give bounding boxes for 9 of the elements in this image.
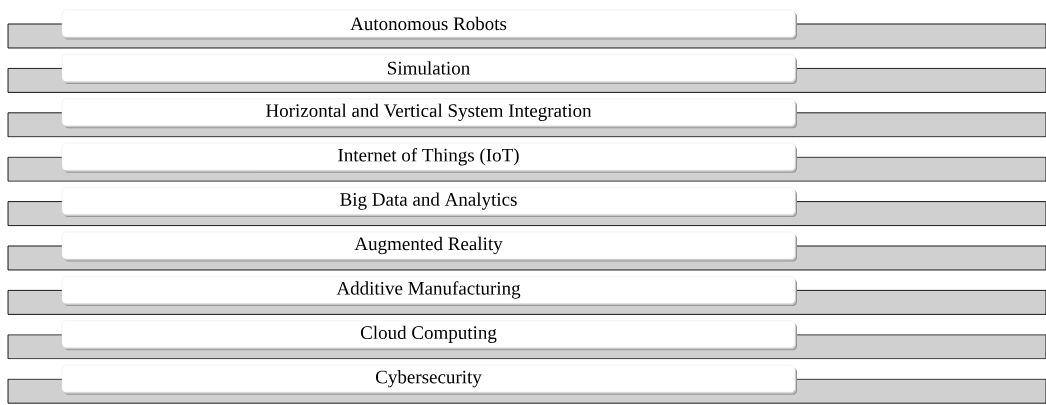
label-box: Additive Manufacturing <box>61 276 797 306</box>
label-box: Augmented Reality <box>61 231 797 262</box>
label-box: Big Data and Analytics <box>61 187 797 218</box>
label-box: Cloud Computing <box>61 320 797 351</box>
label-box: Cybersecurity <box>61 365 797 395</box>
label-box: Autonomous Robots <box>61 9 797 40</box>
label-box: Simulation <box>61 54 797 84</box>
label-box: Internet of Things (IoT) <box>61 143 797 173</box>
label-box: Horizontal and Vertical System Integration <box>61 98 797 129</box>
